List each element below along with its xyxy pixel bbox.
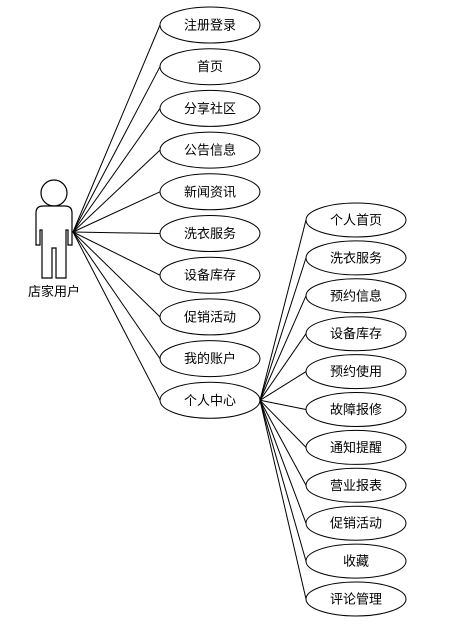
actor-figure: 店家用户 (28, 179, 80, 300)
include-line-pc-laundry (259, 257, 307, 401)
use-case-business-report-shape (305, 467, 407, 503)
use-case-laundry-shape (159, 215, 261, 252)
use-case-personal-center-label: 个人中心 (184, 394, 236, 409)
actor-body (35, 205, 73, 279)
use-case-community-shape (159, 89, 261, 127)
use-case-fault-report-shape (305, 392, 407, 427)
use-case-equipment: 设备库存 (159, 256, 261, 294)
include-line-reservation-info (259, 295, 307, 401)
use-case-news: 新闻资讯 (159, 173, 261, 211)
use-case-laundry: 洗衣服务 (159, 215, 261, 252)
use-case-favorites-shape (305, 543, 407, 579)
use-case-news-shape (159, 173, 261, 211)
use-case-register-shape (159, 6, 261, 44)
use-case-account: 我的账户 (159, 340, 261, 378)
use-case-pc-equipment-shape (305, 316, 407, 352)
use-case-pc-equipment: 设备库存 (305, 316, 407, 352)
use-case-personal-home: 个人首页 (305, 202, 407, 238)
use-case-notices-label: 公告信息 (184, 143, 236, 159)
use-case-home-shape (159, 48, 261, 86)
association-line-equipment (72, 231, 161, 276)
use-case-reservation-info: 预约信息 (305, 278, 407, 314)
include-line-notification (259, 399, 307, 448)
include-line-pc-promotion (259, 400, 307, 524)
use-case-fault-report: 故障报修 (305, 392, 407, 427)
use-case-promotion-label: 促销活动 (184, 310, 236, 325)
use-case-account-shape (159, 340, 261, 378)
use-case-pc-equipment-label: 设备库存 (330, 326, 382, 342)
use-case-notification-shape (305, 429, 407, 465)
use-case-personal-home-label: 个人首页 (330, 214, 382, 229)
use-case-favorites-label: 收藏 (343, 555, 369, 570)
use-case-reservation-use: 预约使用 (305, 354, 407, 390)
personal-center-use-cases: 个人首页洗衣服务预约信息设备库存预约使用故障报修通知提醒营业报表促销活动收藏评论… (305, 202, 407, 617)
use-case-promotion: 促销活动 (159, 298, 261, 336)
association-line-notices (72, 149, 161, 233)
use-case-community-label: 分享社区 (184, 101, 236, 117)
use-case-register-label: 注册登录 (184, 19, 236, 34)
include-line-review-management (259, 400, 307, 600)
use-case-community: 分享社区 (159, 89, 261, 127)
use-case-news-label: 新闻资讯 (184, 184, 236, 200)
use-case-promotion-shape (159, 298, 261, 336)
association-lines (72, 24, 307, 600)
use-case-pc-promotion-label: 促销活动 (330, 517, 382, 532)
association-line-account (72, 231, 161, 359)
association-line-home (72, 66, 161, 233)
use-case-laundry-label: 洗衣服务 (184, 226, 236, 242)
use-case-reservation-info-shape (305, 278, 407, 314)
actor-label: 店家用户 (28, 284, 80, 300)
actor-head (40, 179, 68, 207)
use-case-home-label: 首页 (197, 60, 223, 75)
use-case-notices: 公告信息 (159, 131, 261, 169)
use-case-pc-promotion: 促销活动 (305, 505, 407, 541)
association-line-personal-center (72, 231, 161, 401)
use-case-favorites: 收藏 (305, 543, 407, 579)
include-line-fault-report (259, 399, 307, 410)
use-case-register: 注册登录 (159, 6, 261, 44)
use-case-notification-label: 通知提醒 (330, 440, 382, 456)
use-case-personal-center: 个人中心 (159, 381, 261, 419)
association-line-promotion (72, 231, 161, 318)
use-case-equipment-shape (159, 256, 261, 294)
use-case-personal-home-shape (305, 202, 407, 238)
use-case-review-management-label: 评论管理 (330, 593, 382, 608)
use-case-personal-center-shape (159, 381, 261, 419)
use-case-review-management: 评论管理 (305, 581, 407, 617)
include-line-personal-home (259, 219, 307, 401)
use-case-notification: 通知提醒 (305, 429, 407, 465)
include-line-reservation-use (259, 371, 307, 401)
use-case-business-report-label: 营业报表 (330, 479, 382, 494)
use-case-pc-promotion-shape (305, 505, 407, 541)
use-case-pc-laundry: 洗衣服务 (305, 240, 407, 276)
association-line-news (72, 191, 161, 233)
use-case-pc-laundry-label: 洗衣服务 (330, 250, 382, 266)
include-line-pc-equipment (259, 333, 307, 401)
association-line-community (72, 108, 161, 233)
use-case-equipment-label: 设备库存 (184, 268, 236, 284)
association-line-register (72, 24, 161, 233)
include-line-favorites (259, 400, 307, 562)
use-case-review-management-shape (305, 581, 407, 617)
association-line-laundry (72, 231, 161, 234)
include-line-business-report (259, 400, 307, 486)
use-case-account-label: 我的账户 (184, 351, 236, 367)
use-case-reservation-info-label: 预约信息 (330, 288, 382, 304)
use-case-reservation-use-shape (305, 354, 407, 390)
use-case-pc-laundry-shape (305, 240, 407, 276)
use-case-business-report: 营业报表 (305, 467, 407, 503)
use-case-reservation-use-label: 预约使用 (330, 364, 382, 380)
use-case-notices-shape (159, 131, 261, 169)
use-case-fault-report-label: 故障报修 (330, 403, 382, 418)
use-case-home: 首页 (159, 48, 261, 86)
